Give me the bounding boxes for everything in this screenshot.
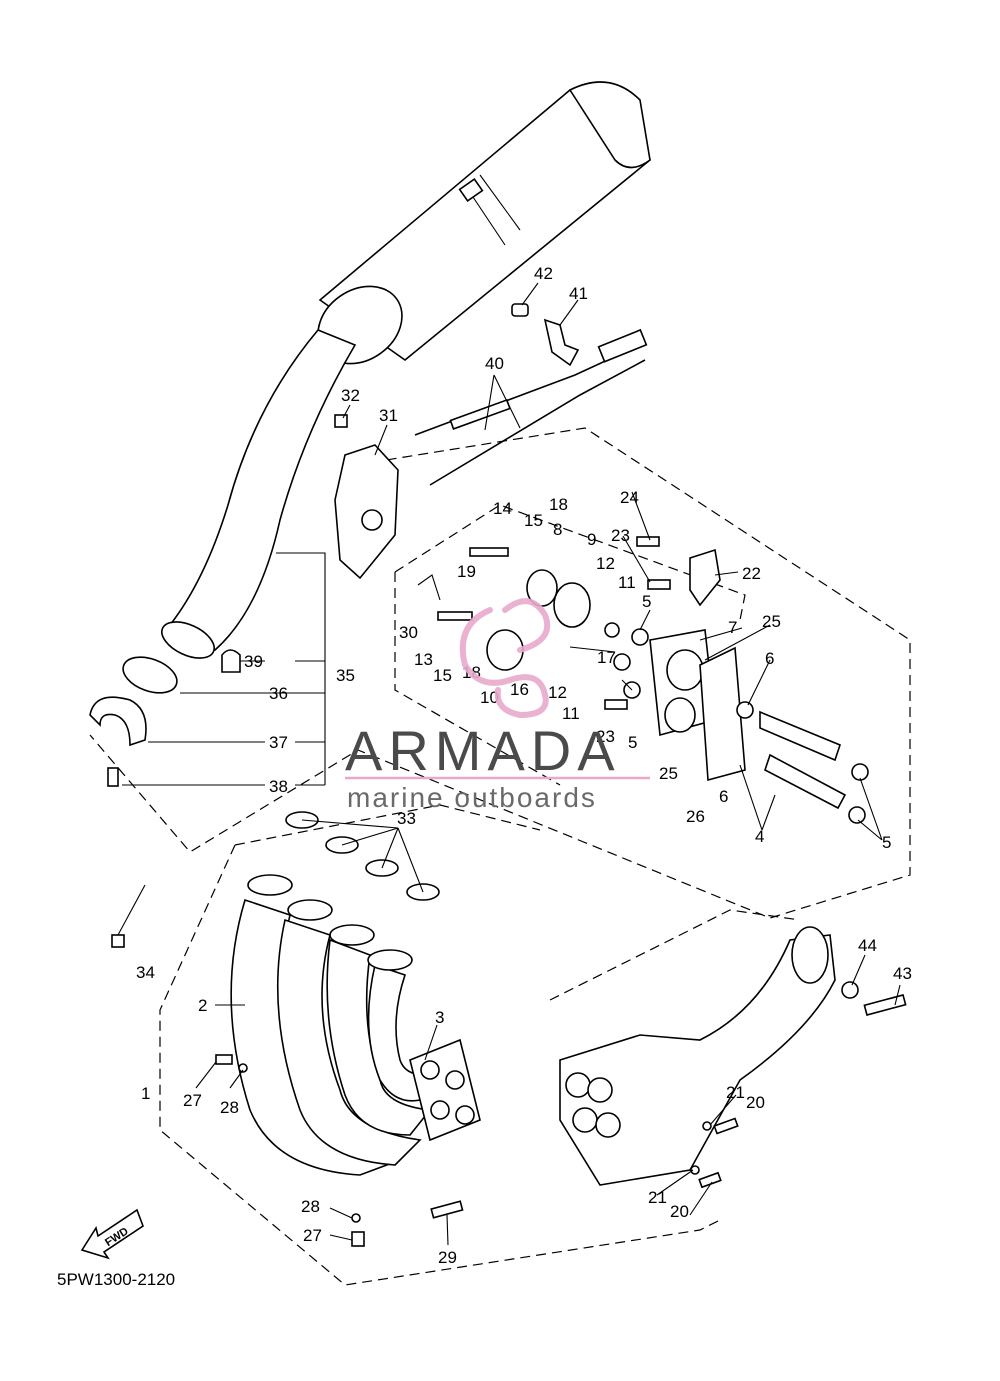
callout: 3 <box>435 1008 444 1027</box>
callout: 33 <box>397 809 416 828</box>
callout: 24 <box>620 488 639 507</box>
callout: 44 <box>858 936 877 955</box>
exhaust-header-pipes <box>230 874 481 1176</box>
callout: 6 <box>765 649 774 668</box>
callout: 1 <box>141 1084 150 1103</box>
callout: 11 <box>618 573 636 592</box>
callout: 19 <box>457 562 476 581</box>
callout: 28 <box>220 1098 239 1117</box>
callout: 43 <box>893 964 912 983</box>
valve-assembly-dashed-boundary <box>394 504 746 786</box>
callout: 23 <box>611 526 630 545</box>
leader-lines <box>117 282 901 1246</box>
callout: 35 <box>336 666 355 685</box>
callout: 21 <box>648 1188 667 1207</box>
callout: 30 <box>399 623 418 642</box>
callout: 7 <box>728 618 737 637</box>
callout: 6 <box>719 787 728 806</box>
callout: 36 <box>269 684 288 703</box>
callout: 40 <box>485 354 504 373</box>
callout: 16 <box>510 680 529 699</box>
callout: 8 <box>553 520 562 539</box>
callout: 4 <box>755 827 764 846</box>
callout: 5 <box>642 592 651 611</box>
callout: 37 <box>269 733 288 752</box>
callout: 12 <box>596 554 615 573</box>
exhaust-valve-components <box>417 547 869 824</box>
cable-holder <box>543 318 580 367</box>
clamp-bolt <box>107 767 119 787</box>
callout: 38 <box>269 777 288 796</box>
callout: 27 <box>303 1226 322 1245</box>
callout: 11 <box>562 704 580 723</box>
callout: 29 <box>438 1248 457 1267</box>
callout: 21 <box>726 1083 745 1102</box>
cable-holder-screw <box>511 303 529 317</box>
callout: 42 <box>534 264 553 283</box>
callout: 25 <box>659 764 678 783</box>
control-cables <box>414 328 648 486</box>
link-pipe <box>161 329 357 659</box>
callout: 14 <box>493 499 512 518</box>
callout: 20 <box>746 1093 765 1112</box>
callout: 12 <box>548 683 567 702</box>
callout: 25 <box>762 612 781 631</box>
callout: 17 <box>597 648 616 667</box>
callout: 26 <box>686 807 705 826</box>
callout: 20 <box>670 1202 689 1221</box>
callout: 15 <box>433 666 452 685</box>
collector-pipe <box>559 926 907 1186</box>
seahorse-logo-icon <box>459 598 551 719</box>
callout: 39 <box>244 652 263 671</box>
callout: 10 <box>480 688 499 707</box>
watermark-logo <box>459 598 551 719</box>
callout: 9 <box>587 530 596 549</box>
exhaust-clamp <box>89 696 147 747</box>
pipe-cap <box>221 649 241 673</box>
callout: 13 <box>414 650 433 669</box>
header-assembly-dashed-boundary <box>159 804 801 1286</box>
callout: 23 <box>596 727 615 746</box>
watermark-brand: ARMADA <box>345 719 621 782</box>
callout: 15 <box>524 511 543 530</box>
callout: 41 <box>569 284 588 303</box>
callout: 22 <box>742 564 761 583</box>
callout: 5 <box>882 833 891 852</box>
callout: 5 <box>628 733 637 752</box>
callout: 28 <box>301 1197 320 1216</box>
callout: 31 <box>379 406 398 425</box>
callout: 27 <box>183 1091 202 1110</box>
callout-labels: 42 41 40 32 31 14 15 18 8 9 24 23 22 19 … <box>136 264 912 1267</box>
callout: 2 <box>198 996 207 1015</box>
callout: 18 <box>549 495 568 514</box>
exhaust-joint-gasket <box>122 656 178 694</box>
fwd-direction-arrow: FWD <box>80 1208 144 1260</box>
silencer-assembly-dashed-boundary <box>89 427 911 919</box>
muffler <box>317 81 651 365</box>
callout: 32 <box>341 386 360 405</box>
diagram-code: 5PW1300-2120 <box>57 1270 175 1289</box>
callout: 34 <box>136 963 155 982</box>
watermark-tagline: marine outboards <box>347 782 597 813</box>
